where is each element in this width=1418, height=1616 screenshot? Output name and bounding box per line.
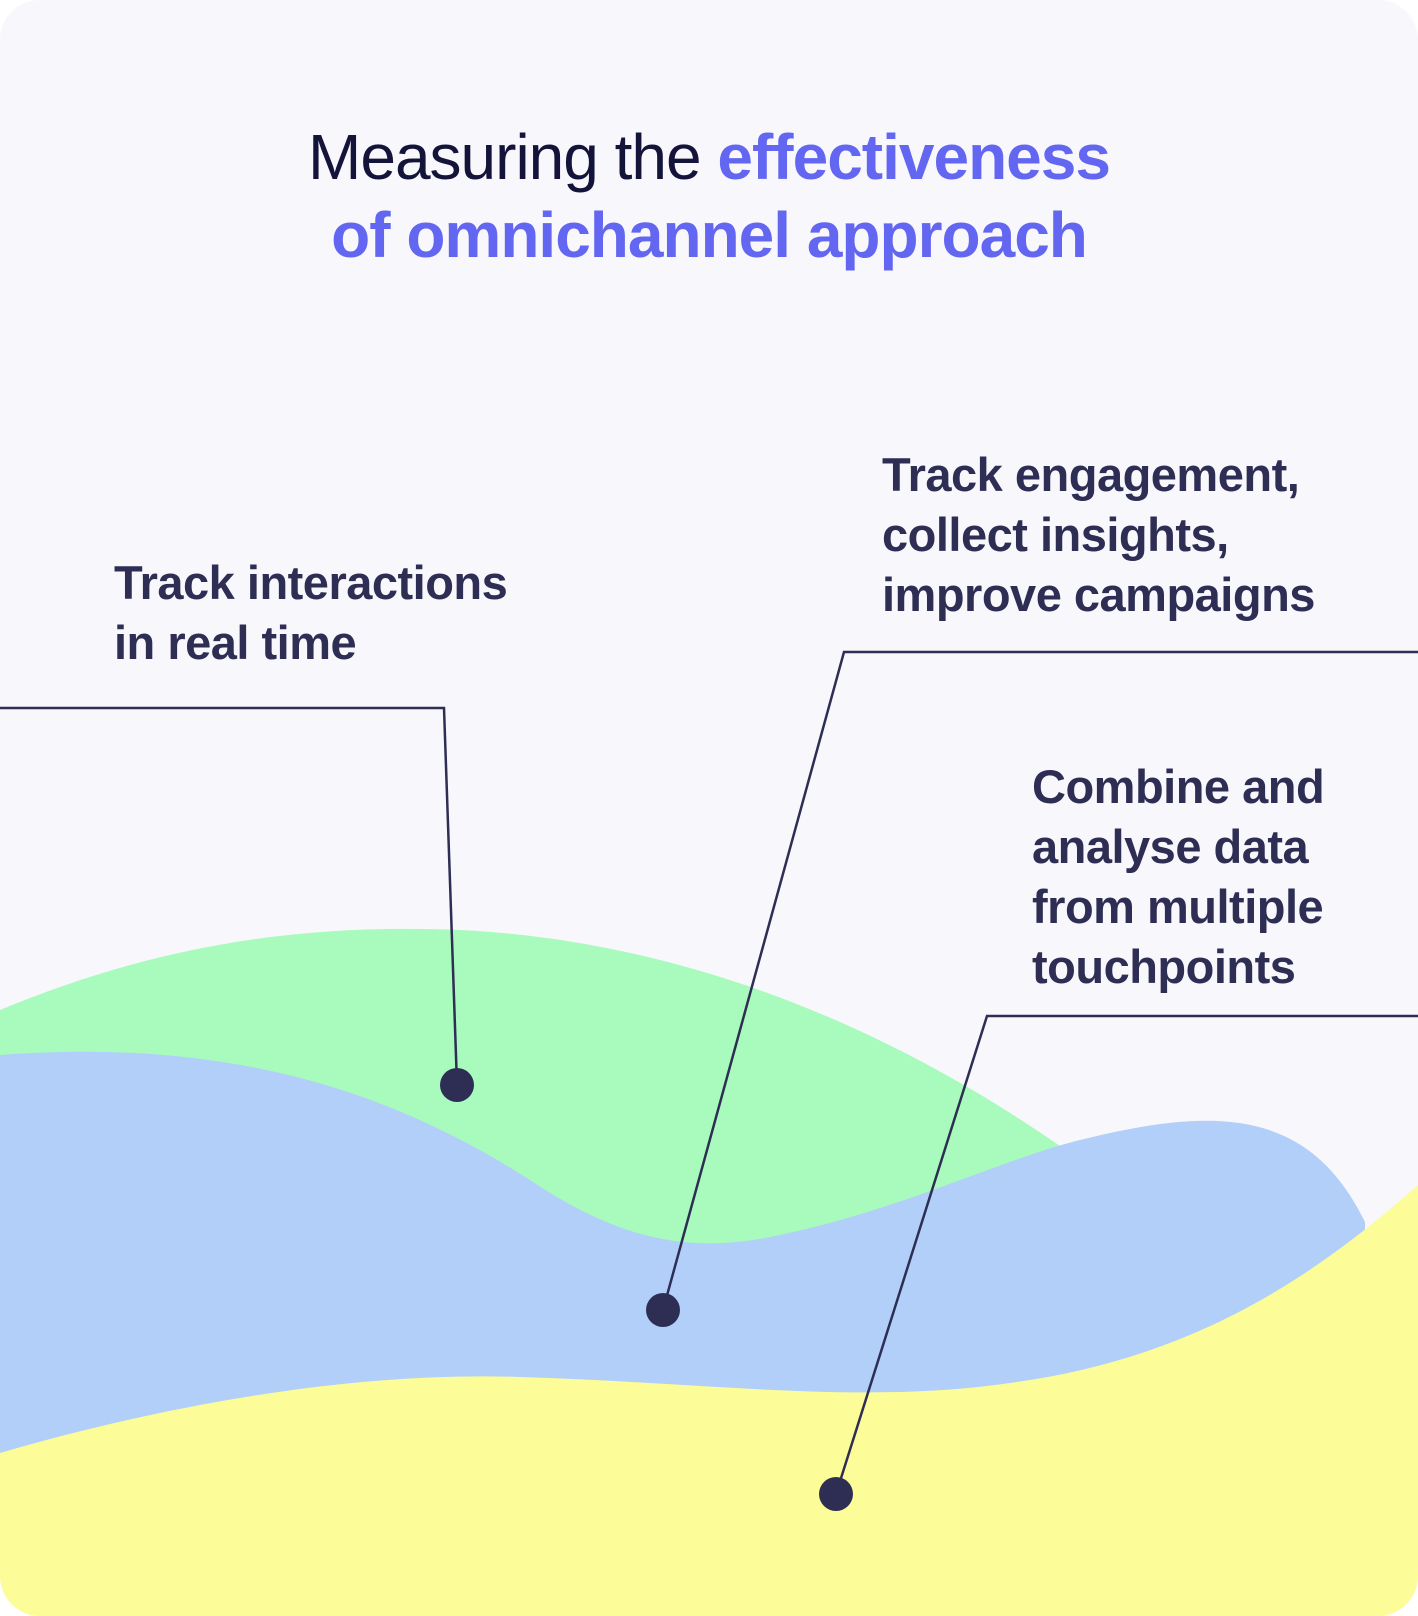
title-plain: Measuring the <box>308 121 718 193</box>
callout-track-interactions: Track interactions in real time <box>114 553 508 673</box>
marker-dot-3 <box>819 1477 853 1511</box>
callout-line: touchpoints <box>1032 940 1296 993</box>
callout-line: from multiple <box>1032 880 1324 933</box>
title-accent-line2: of omnichannel approach <box>331 199 1088 271</box>
callout-line: improve campaigns <box>882 568 1315 621</box>
callout-line: Combine and <box>1032 760 1325 813</box>
callout-track-engagement: Track engagement, collect insights, impr… <box>882 445 1315 625</box>
page-title: Measuring the effectiveness of omnichann… <box>0 118 1418 274</box>
leader-line-1 <box>0 706 459 1086</box>
callout-line: collect insights, <box>882 508 1229 561</box>
yellow-wave <box>0 1185 1418 1616</box>
callout-line: Track interactions <box>114 556 508 609</box>
leader-line-3 <box>834 1014 1418 1495</box>
callout-line: Track engagement, <box>882 448 1300 501</box>
leader-line-2 <box>661 650 1418 1311</box>
callout-line: analyse data <box>1032 820 1309 873</box>
callout-line: in real time <box>114 616 357 669</box>
marker-dot-2 <box>646 1293 680 1327</box>
marker-dot-1 <box>440 1068 474 1102</box>
title-accent-line1: effectiveness <box>717 121 1111 193</box>
callout-combine-data: Combine and analyse data from multiple t… <box>1032 757 1325 997</box>
blue-wave <box>0 1051 1365 1460</box>
